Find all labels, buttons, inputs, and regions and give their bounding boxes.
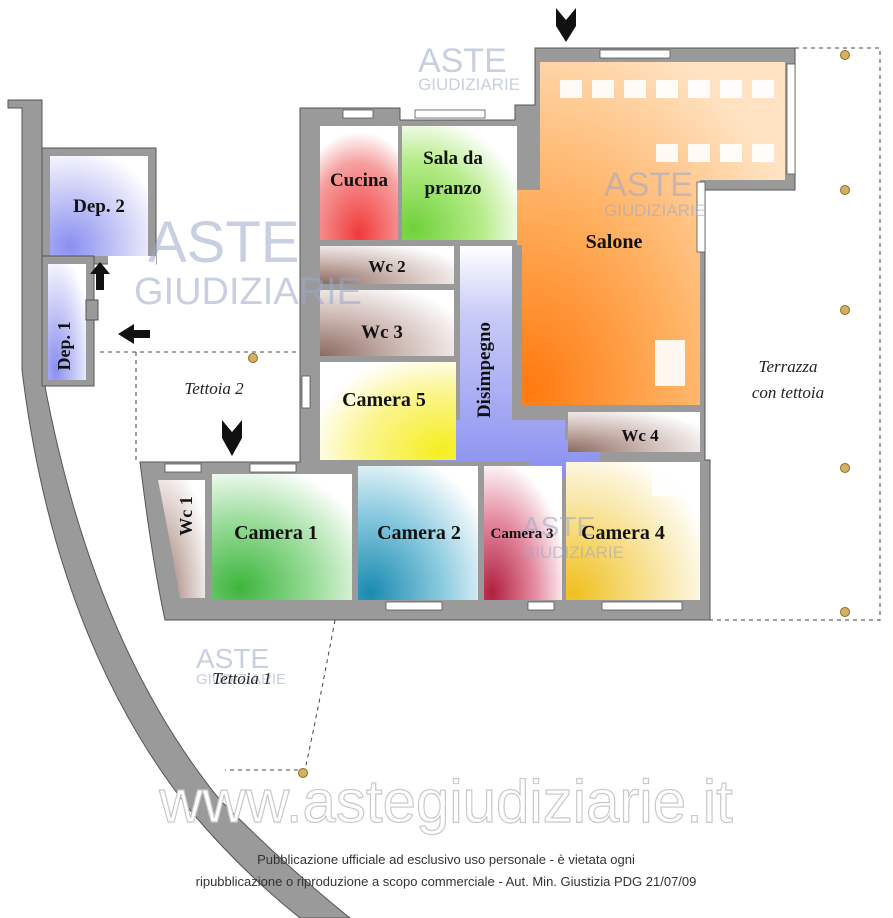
watermark-brand-bottom: GIUDIZIARIE [134, 271, 362, 313]
label-dep2: Dep. 2 [73, 196, 125, 217]
room-labels: Dep. 2 Dep. 1 Cucina Sala da pranzo Salo… [54, 148, 665, 544]
room-wc1 [158, 480, 205, 598]
room-disimpegno [436, 246, 600, 478]
watermark-brand-bottom: GIUDIZIARIE [196, 671, 286, 688]
label-wc3: Wc 3 [361, 322, 403, 343]
label-camera5: Camera 5 [342, 389, 426, 411]
room-camera1 [212, 474, 352, 600]
entrance-arrow-icon [222, 420, 242, 456]
watermark-brand-top: ASTE [196, 643, 269, 674]
label-wc1: Wc 1 [176, 496, 196, 536]
deposit-block [41, 147, 157, 387]
boundary-wall [7, 99, 351, 918]
watermark-brand-top: ASTE [604, 166, 693, 204]
watermark-brand-bottom: GIUDIZIARIE [522, 543, 624, 562]
room-camera5 [320, 362, 456, 460]
label-terrazza-line1: Terrazza [759, 357, 818, 376]
arrow-up-icon [90, 262, 110, 290]
room-camera2 [358, 466, 478, 600]
legal-notice-line1: Pubblicazione ufficiale ad esclusivo uso… [257, 852, 635, 867]
label-dep1: Dep. 1 [54, 322, 74, 371]
room-dep2 [50, 156, 148, 256]
label-salone: Salone [586, 231, 643, 253]
label-camera1: Camera 1 [234, 522, 318, 544]
arrow-left-icon [118, 324, 150, 344]
label-sala-line2: pranzo [425, 178, 482, 199]
label-camera2: Camera 2 [377, 522, 461, 544]
label-tettoia2: Tettoia 2 [184, 379, 244, 398]
label-disimpegno: Disimpegno [474, 322, 495, 418]
watermark-logo: ASTE GIUDIZIARIE [522, 511, 624, 562]
label-terrazza-line2: con tettoia [752, 383, 824, 402]
watermark-brand-bottom: GIUDIZIARIE [604, 201, 706, 220]
entrance-arrow-icon [556, 8, 576, 42]
room-dep1 [48, 264, 86, 380]
exterior-labels: Tettoia 2 Tettoia 1 Terrazza con tettoia [184, 357, 824, 688]
label-camera3: Camera 3 [491, 526, 554, 542]
room-salone [517, 62, 785, 405]
watermark-logo: ASTE GIUDIZIARIE [134, 210, 362, 313]
room-cucina [320, 126, 398, 240]
windows [164, 49, 796, 611]
tettoia-outlines [100, 47, 881, 771]
room-wc3 [320, 290, 454, 356]
columns [248, 50, 850, 778]
room-wc4 [568, 412, 700, 452]
watermark-logo: ASTE GIUDIZIARIE [604, 166, 706, 220]
label-tettoia1: Tettoia 1 [212, 669, 271, 688]
label-camera4: Camera 4 [581, 522, 665, 544]
room-sala-da-pranzo [402, 126, 517, 240]
watermark-url: www.astegiudiziarie.it [158, 768, 733, 835]
label-cucina: Cucina [330, 170, 389, 191]
watermark-brand-bottom: GIUDIZIARIE [418, 75, 520, 94]
watermark-logo: ASTE GIUDIZIARIE [418, 42, 520, 94]
room-camera3 [484, 466, 562, 600]
room-wc2 [320, 246, 454, 284]
label-wc2: Wc 2 [368, 257, 405, 276]
label-wc4: Wc 4 [621, 426, 659, 445]
watermark-brand-top: ASTE [148, 210, 300, 275]
watermark-brand-top: ASTE [522, 511, 595, 542]
watermark-brand-top: ASTE [418, 42, 507, 80]
legal-notice-line2: ripubblicazione o riproduzione a scopo c… [196, 874, 697, 889]
salone-window-panels [560, 80, 774, 496]
watermark-logo: ASTE GIUDIZIARIE [196, 643, 286, 688]
label-sala-line1: Sala da [423, 148, 483, 169]
